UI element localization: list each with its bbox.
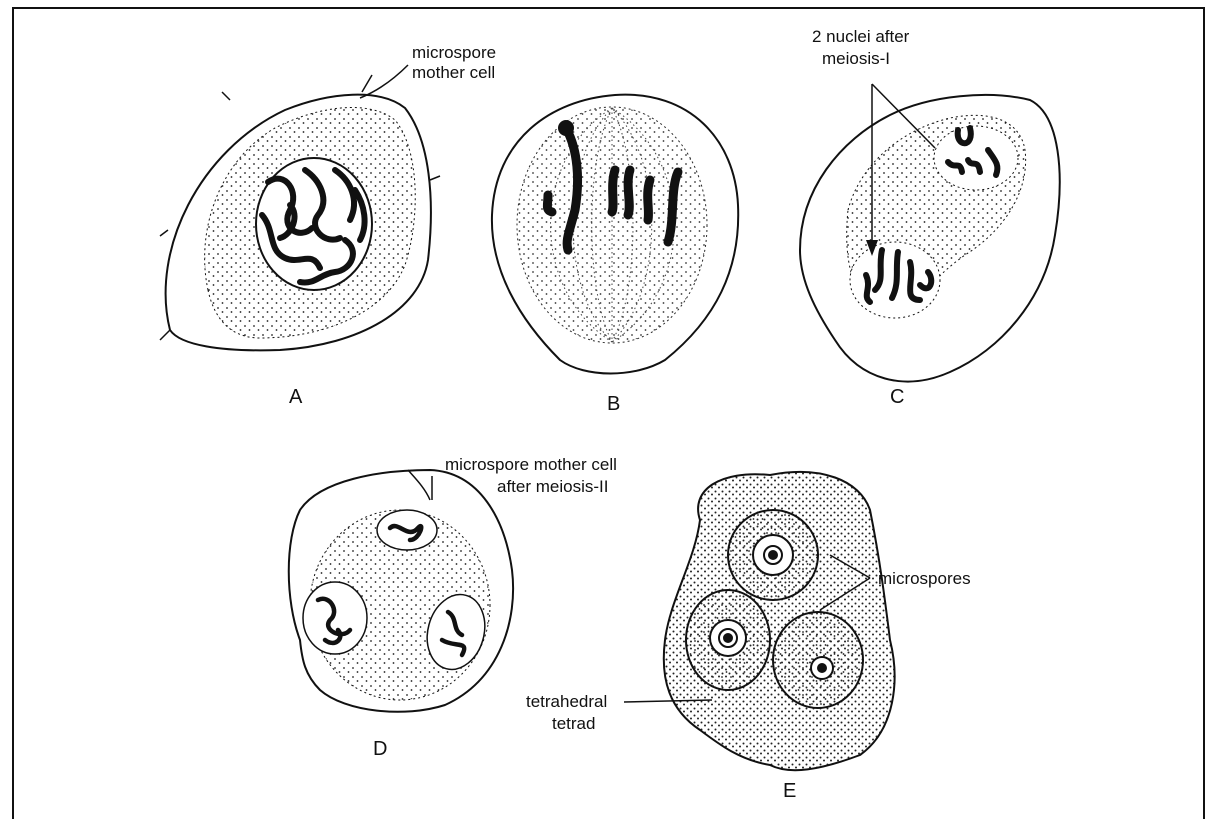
panel-d-cell <box>289 470 513 712</box>
label-c-line2: meiosis-I <box>822 49 890 68</box>
label-c-line1: 2 nuclei after <box>812 27 910 46</box>
panel-letter-b: B <box>607 393 620 415</box>
panel-c-cell <box>800 84 1060 382</box>
label-e-microspores: microspores <box>878 569 971 588</box>
label-d-line2: after meiosis-II <box>497 477 608 496</box>
panel-letter-e: E <box>783 780 796 802</box>
panel-letter-c: C <box>890 386 904 408</box>
panel-b-cell <box>492 95 738 374</box>
label-a-line2: mother cell <box>412 63 495 82</box>
panel-e-tetrad <box>624 472 895 770</box>
panel-letter-a: A <box>289 386 303 408</box>
label-a-line1: microspore <box>412 43 496 62</box>
label-e-line1: tetrahedral <box>526 692 607 711</box>
panel-a-cell <box>160 65 440 350</box>
panel-letter-d: D <box>373 738 387 760</box>
label-e-line2: tetrad <box>552 714 595 733</box>
label-d-line1: microspore mother cell <box>445 455 617 474</box>
